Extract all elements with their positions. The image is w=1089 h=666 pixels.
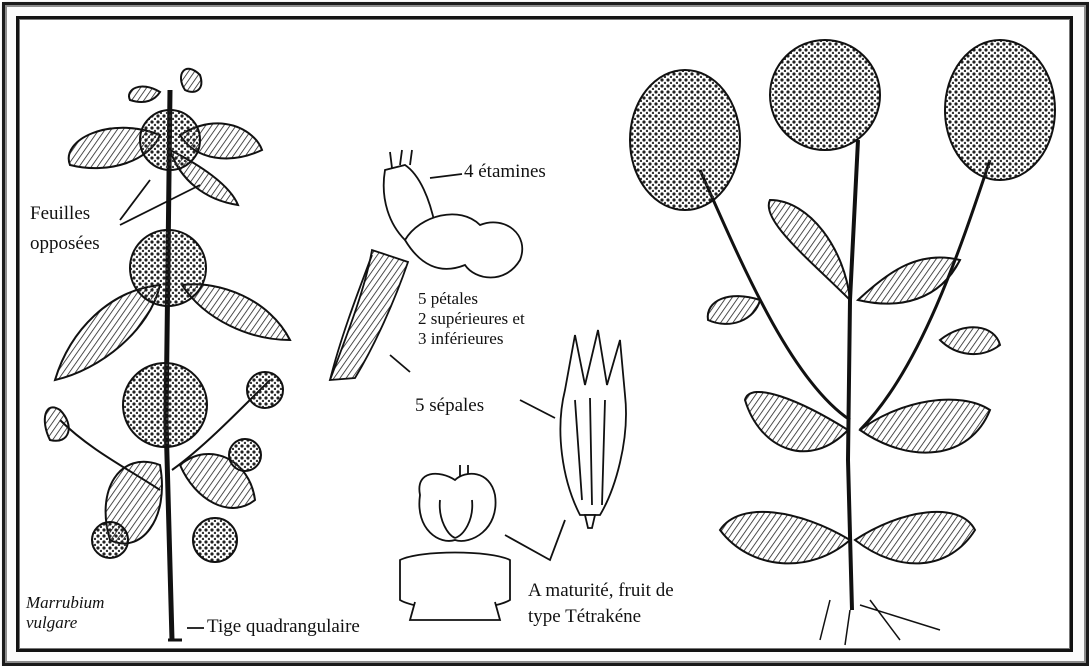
feuilles-opposees-label: Feuilles opposées [30, 203, 100, 256]
right-plant [630, 40, 1055, 645]
petales-label: 5 pétales 2 supérieures et 3 inférieures [418, 289, 525, 349]
fruit-line2: type Tétrakéne [528, 606, 674, 628]
sepales-label: 5 sépales [415, 395, 484, 417]
petales-line1: 5 pétales [418, 289, 525, 309]
species-name-line2: vulgare [26, 613, 104, 633]
fruit-detail [400, 465, 510, 620]
marrubium-plant [45, 69, 290, 640]
calyx-detail [560, 330, 626, 528]
fruit-label: A maturité, fruit de type Tétrakéne [528, 580, 674, 629]
fruit-line1: A maturité, fruit de [528, 580, 674, 602]
etamines-label: 4 étamines [464, 161, 546, 183]
tige-label: Tige quadrangulaire [207, 616, 360, 638]
species-name-label: Marrubium vulgare [26, 593, 104, 633]
feuilles-opposees-line2: opposées [30, 233, 100, 255]
species-name-line1: Marrubium [26, 593, 104, 613]
petales-line2: 2 supérieures et [418, 309, 525, 329]
feuilles-opposees-line1: Feuilles [30, 203, 100, 225]
petales-line3: 3 inférieures [418, 329, 525, 349]
